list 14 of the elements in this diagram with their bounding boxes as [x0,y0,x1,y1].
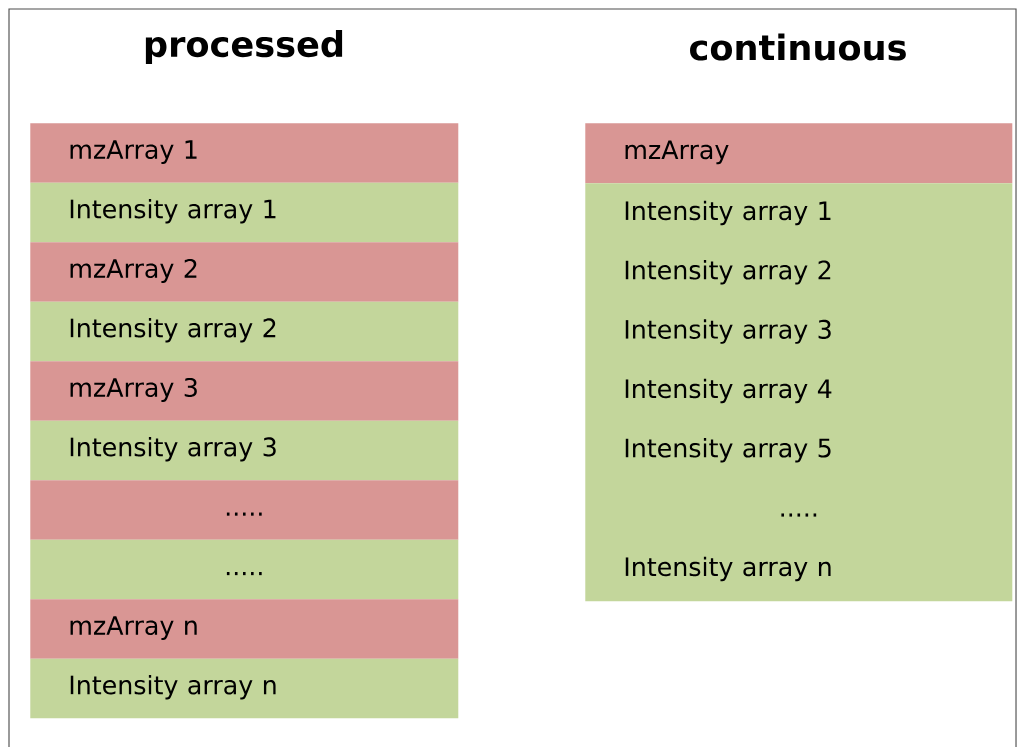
array-row: Intensity array 1 [30,182,459,243]
array-row: ..... [30,539,459,600]
column-heading: processed [145,30,343,64]
column-heading: continuous [690,33,906,61]
array-row: ..... [30,480,459,540]
array-band: Intensity array 1 Intensity array 2 Intensity array 3 Intensity array 4 Intensity array 5 ..... Intensity array n [585,183,1013,602]
array-row: Intensity array n [30,658,459,719]
array-row: mzArray n [30,599,459,659]
array-row: mzArray [585,123,1013,184]
array-row: mzArray 3 [30,361,459,421]
array-row: mzArray 2 [30,242,459,302]
array-row: mzArray 1 [30,123,459,183]
array-row: Intensity array 3 [30,420,459,481]
array-row: Intensity array 2 [30,301,459,362]
